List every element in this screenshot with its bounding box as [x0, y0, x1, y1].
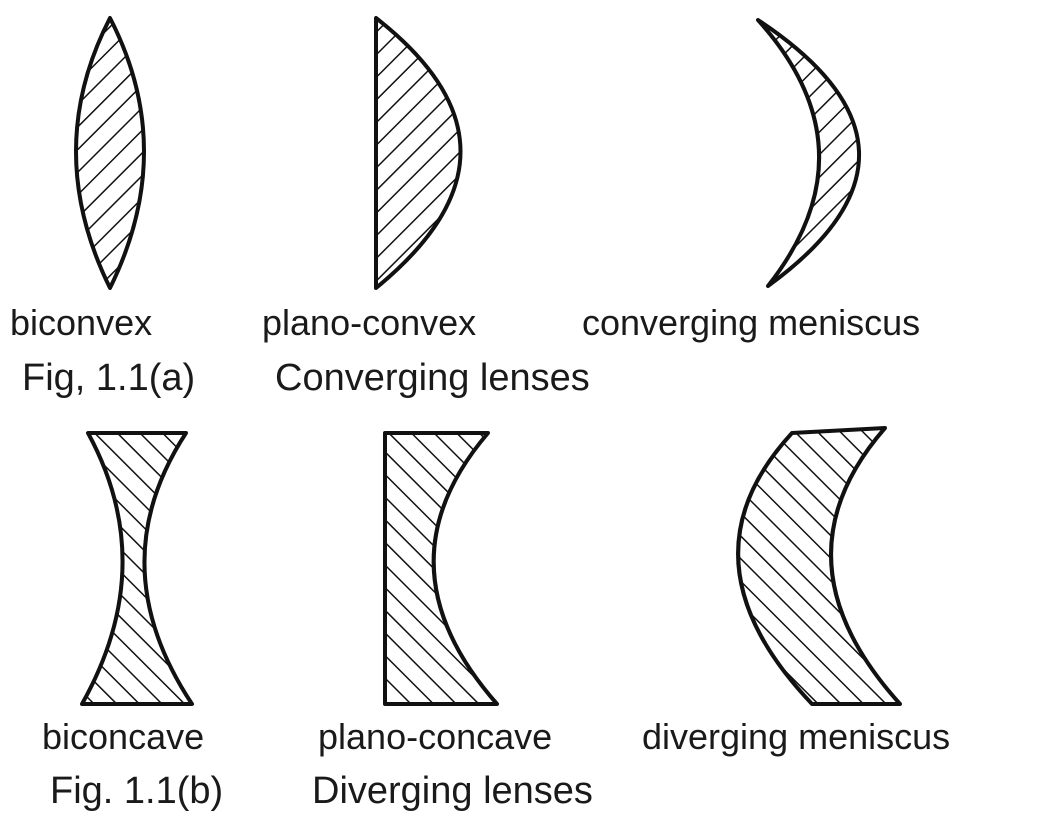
caption-converging-lenses: Converging lenses — [275, 357, 590, 399]
diverging-meniscus-lens — [736, 426, 902, 706]
label-converging-meniscus: converging meniscus — [582, 302, 920, 343]
biconvex-lens — [74, 16, 146, 290]
label-biconvex: biconvex — [10, 302, 152, 343]
label-plano-concave: plano-concave — [318, 716, 552, 757]
label-plano-convex: plano-convex — [262, 302, 476, 343]
converging-lenses-group: biconvex plano-convex converging meniscu… — [10, 16, 920, 399]
label-diverging-meniscus: diverging meniscus — [642, 716, 950, 757]
plano-convex-lens — [374, 16, 463, 290]
diverging-lenses-group: biconcave plano-concave diverging menisc… — [42, 426, 950, 812]
converging-meniscus-lens — [756, 18, 862, 288]
label-biconcave: biconcave — [42, 716, 204, 757]
plano-concave-lens — [383, 431, 499, 706]
biconcave-lens — [80, 431, 194, 706]
caption-fig-a: Fig, 1.1(a) — [22, 357, 195, 399]
caption-diverging-lenses: Diverging lenses — [312, 770, 593, 812]
caption-fig-b: Fig. 1.1(b) — [50, 770, 223, 812]
